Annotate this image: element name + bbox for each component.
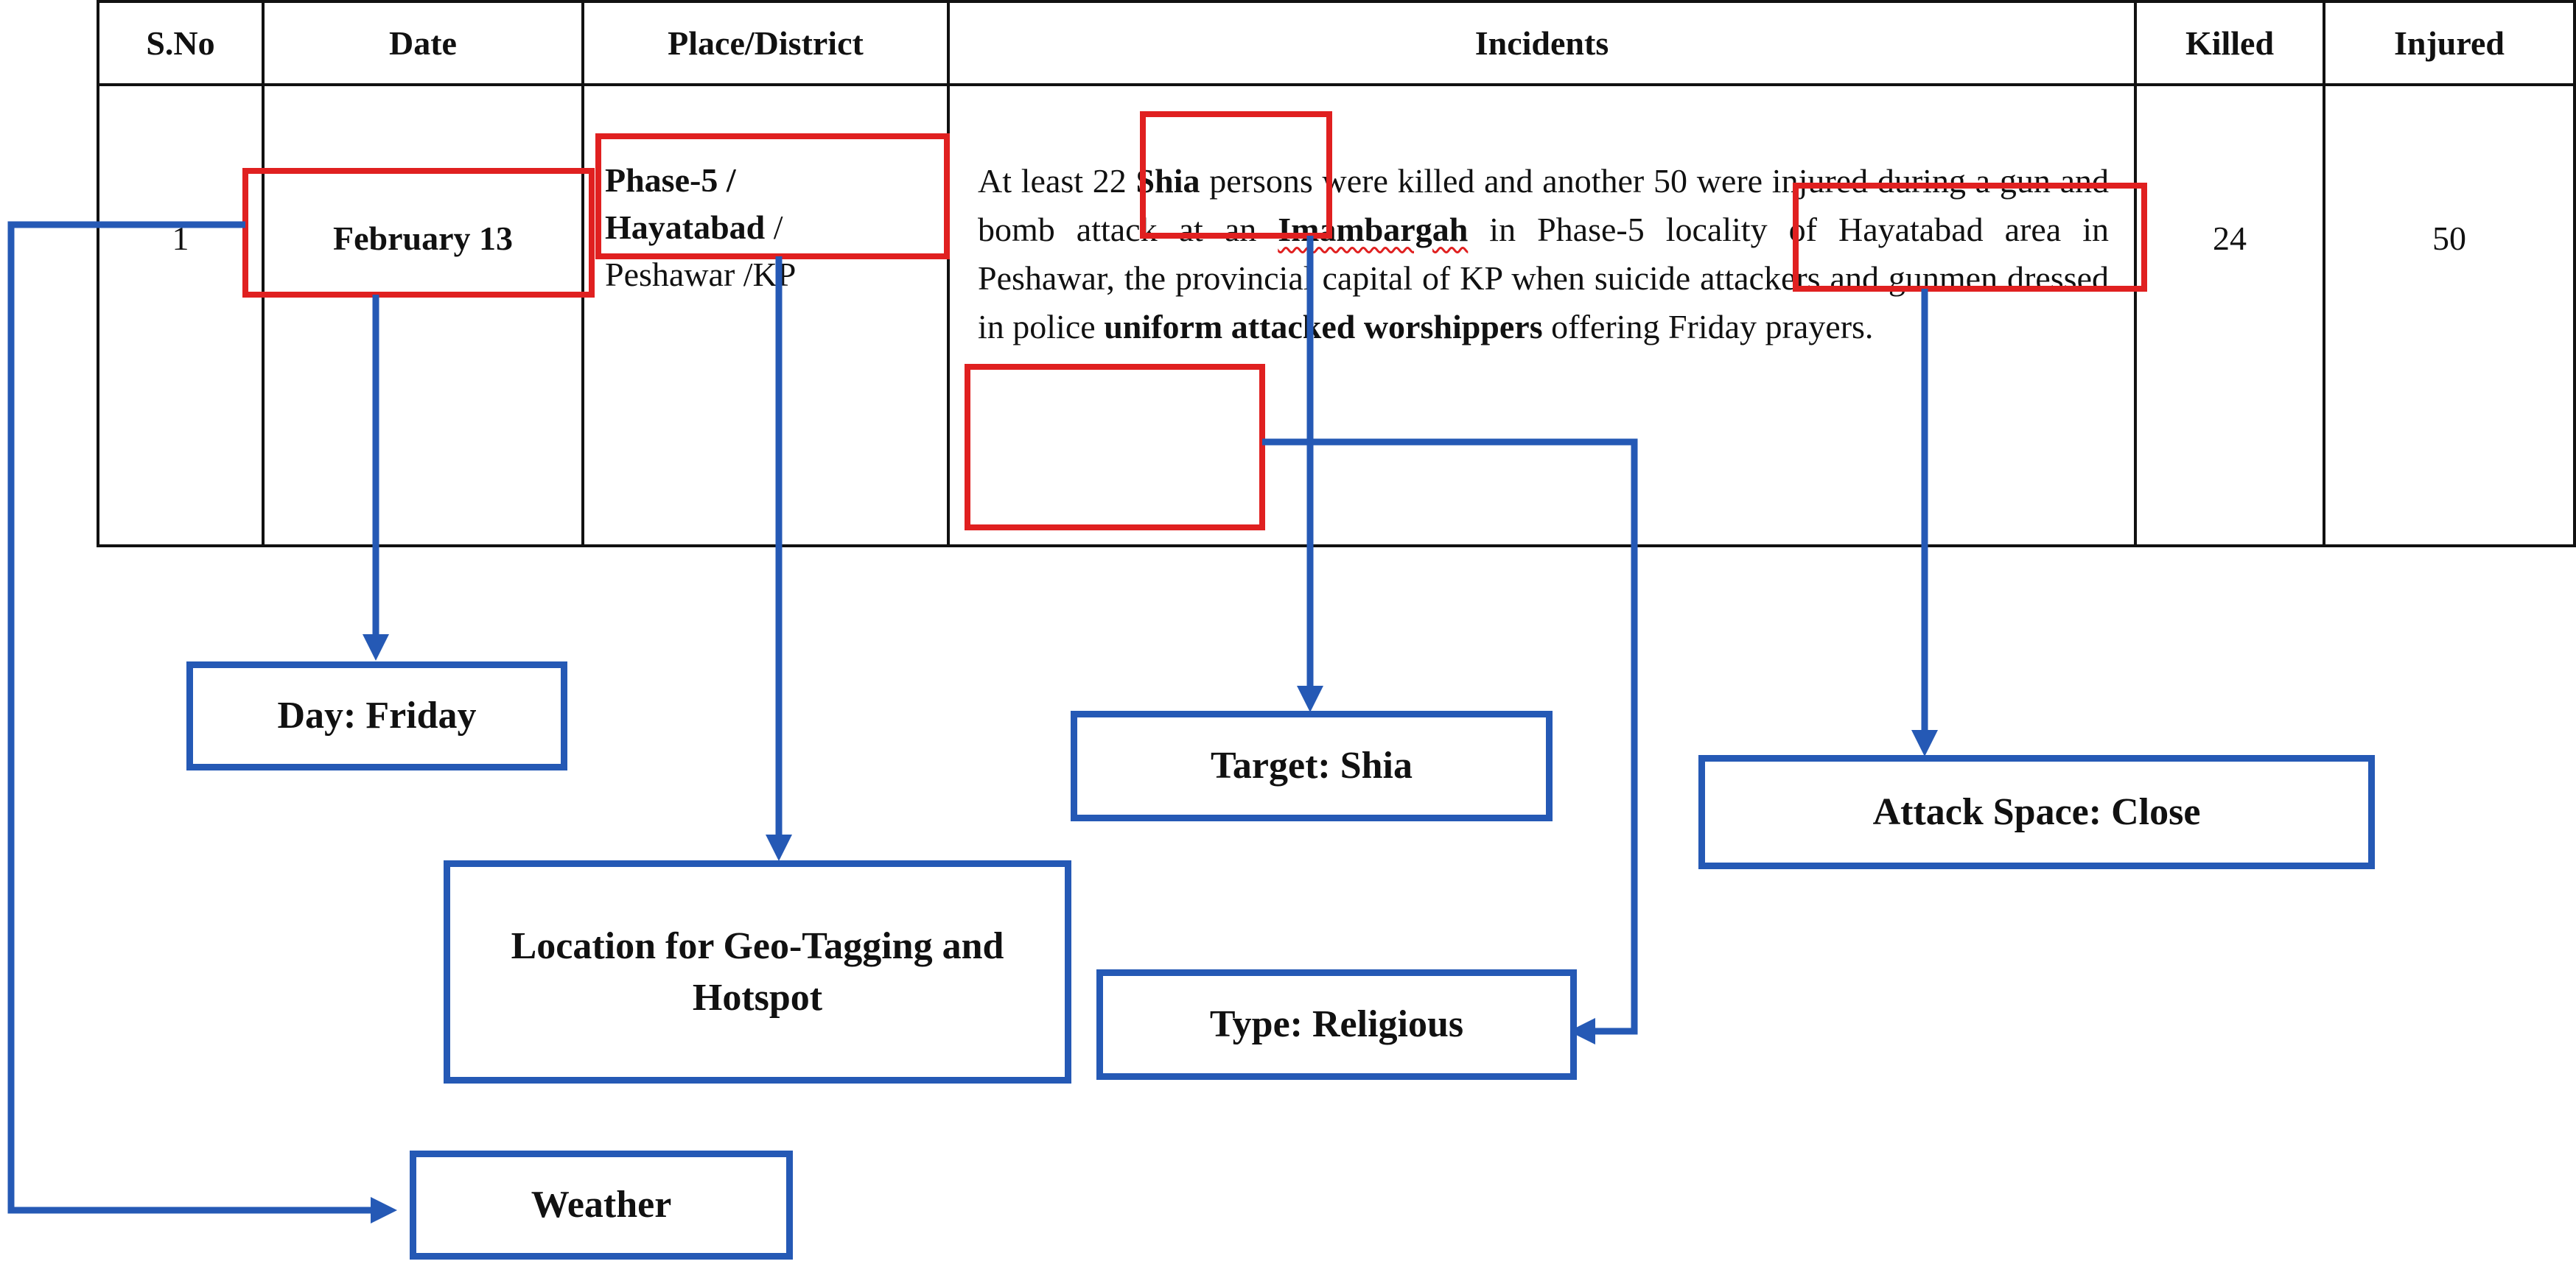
header-killed: Killed [2134, 0, 2325, 86]
category-day: Day: Friday [186, 661, 567, 770]
incident-keyword-target: Shia [1135, 162, 1200, 200]
highlight-worshippers [965, 364, 1265, 530]
incident-table: S.No Date Place/District Incidents Kille… [97, 0, 2576, 547]
header-injured: Injured [2323, 0, 2576, 86]
cell-killed: 24 [2134, 83, 2325, 547]
connector-weather [7, 221, 397, 1223]
highlight-date [242, 168, 595, 298]
incident-text-2: persons were killed and another 50 were … [978, 162, 2110, 248]
category-location: Location for Geo-Tagging and Hotspot [444, 860, 1071, 1084]
incident-text-1: At least 22 [978, 162, 1136, 200]
place-city: Peshawar /KP [605, 256, 797, 293]
cell-sno: 1 [97, 83, 265, 547]
category-attack-space: Attack Space: Close [1698, 755, 2375, 869]
header-place: Place/District [581, 0, 950, 86]
highlight-imambargah [1793, 183, 2147, 292]
place-separator: / [765, 208, 783, 246]
place-phase: Phase-5 / [605, 161, 736, 199]
incident-keyword-type: uniform attacked worshippers [1104, 308, 1543, 345]
cell-date: February 13 [262, 83, 584, 547]
highlight-target [1140, 111, 1332, 239]
header-sno: S.No [97, 0, 265, 86]
highlight-place [595, 133, 950, 259]
header-incidents: Incidents [947, 0, 2137, 86]
place-area: Hayatabad [605, 208, 766, 246]
incident-text-4: offering Friday prayers. [1542, 308, 1874, 345]
category-weather: Weather [410, 1151, 793, 1260]
category-target: Target: Shia [1071, 711, 1553, 821]
cell-injured: 50 [2323, 83, 2576, 547]
header-date: Date [262, 0, 584, 86]
category-type: Type: Religious [1096, 969, 1577, 1080]
table-header-row: S.No Date Place/District Incidents Kille… [97, 0, 2576, 86]
cell-place: Phase-5 / Hayatabad / Peshawar /KP [581, 83, 950, 547]
connector-type [1262, 438, 1638, 1044]
